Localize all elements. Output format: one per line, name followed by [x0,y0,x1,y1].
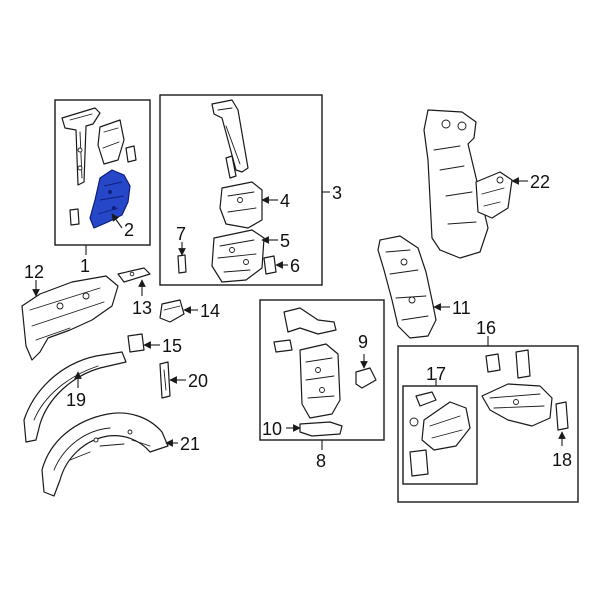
callout-1: 1 [80,256,90,276]
part-5-panel[interactable] [211,229,265,283]
part-12-quarter-panel[interactable] [21,275,119,361]
callout-6: 6 [290,256,300,276]
part-6-clip[interactable] [263,255,277,275]
part-9-clip[interactable] [355,367,377,389]
callout-12: 12 [24,262,44,282]
part-15-plate[interactable] [127,333,145,353]
callout-7: 7 [176,224,186,244]
part-22-pillar[interactable] [423,109,513,259]
part-14-bracket[interactable] [159,299,185,323]
part-20-strip[interactable] [159,361,171,399]
callout-13: 13 [132,298,152,318]
callout-5: 5 [280,231,290,251]
callout-18: 18 [552,450,572,470]
b-pillar-inner-part[interactable] [211,99,249,179]
callout-21: 21 [180,434,200,454]
part-18-bracket[interactable] [555,401,569,431]
part-8-main-panel[interactable] [299,343,341,419]
part-10-rail[interactable] [299,421,343,437]
callout-8: 8 [316,451,326,471]
part-19-wheelhouse-arch[interactable] [23,351,127,443]
small-clip-part[interactable] [125,145,137,163]
group-box-1 [54,99,151,246]
part-8-top-bracket[interactable] [273,307,337,353]
callout-22: 22 [530,172,550,192]
callout-3: 3 [332,183,342,203]
pillar-bracket-part[interactable] [61,107,101,186]
callout-19: 19 [66,390,86,410]
callout-4: 4 [280,191,290,211]
callout-9: 9 [358,332,368,352]
callout-17: 17 [426,364,446,384]
callout-2: 2 [124,220,134,240]
leader-2 [111,213,123,229]
callout-16: 16 [476,318,496,338]
highlighted-part-2[interactable] [89,169,131,229]
small-plug-part[interactable] [69,208,80,226]
group-box-17 [402,385,478,485]
group-box-3 [159,94,323,286]
callout-15: 15 [162,336,182,356]
part-21-wheelhouse-liner[interactable] [41,412,169,497]
callout-11: 11 [452,298,471,318]
callout-20: 20 [188,371,208,391]
part-16-small-brackets[interactable] [485,349,531,379]
part-17-components[interactable] [409,391,471,477]
upper-reinforcement-part[interactable] [97,119,125,165]
part-4-reinforcement[interactable] [219,181,263,229]
part-13-bracket[interactable] [117,267,151,283]
callout-14: 14 [200,301,220,321]
callout-10: 10 [262,419,282,439]
part-11-panel[interactable] [377,235,437,339]
part-16-wheelhouse-outer[interactable] [481,383,553,427]
part-7-plug[interactable] [177,254,187,274]
